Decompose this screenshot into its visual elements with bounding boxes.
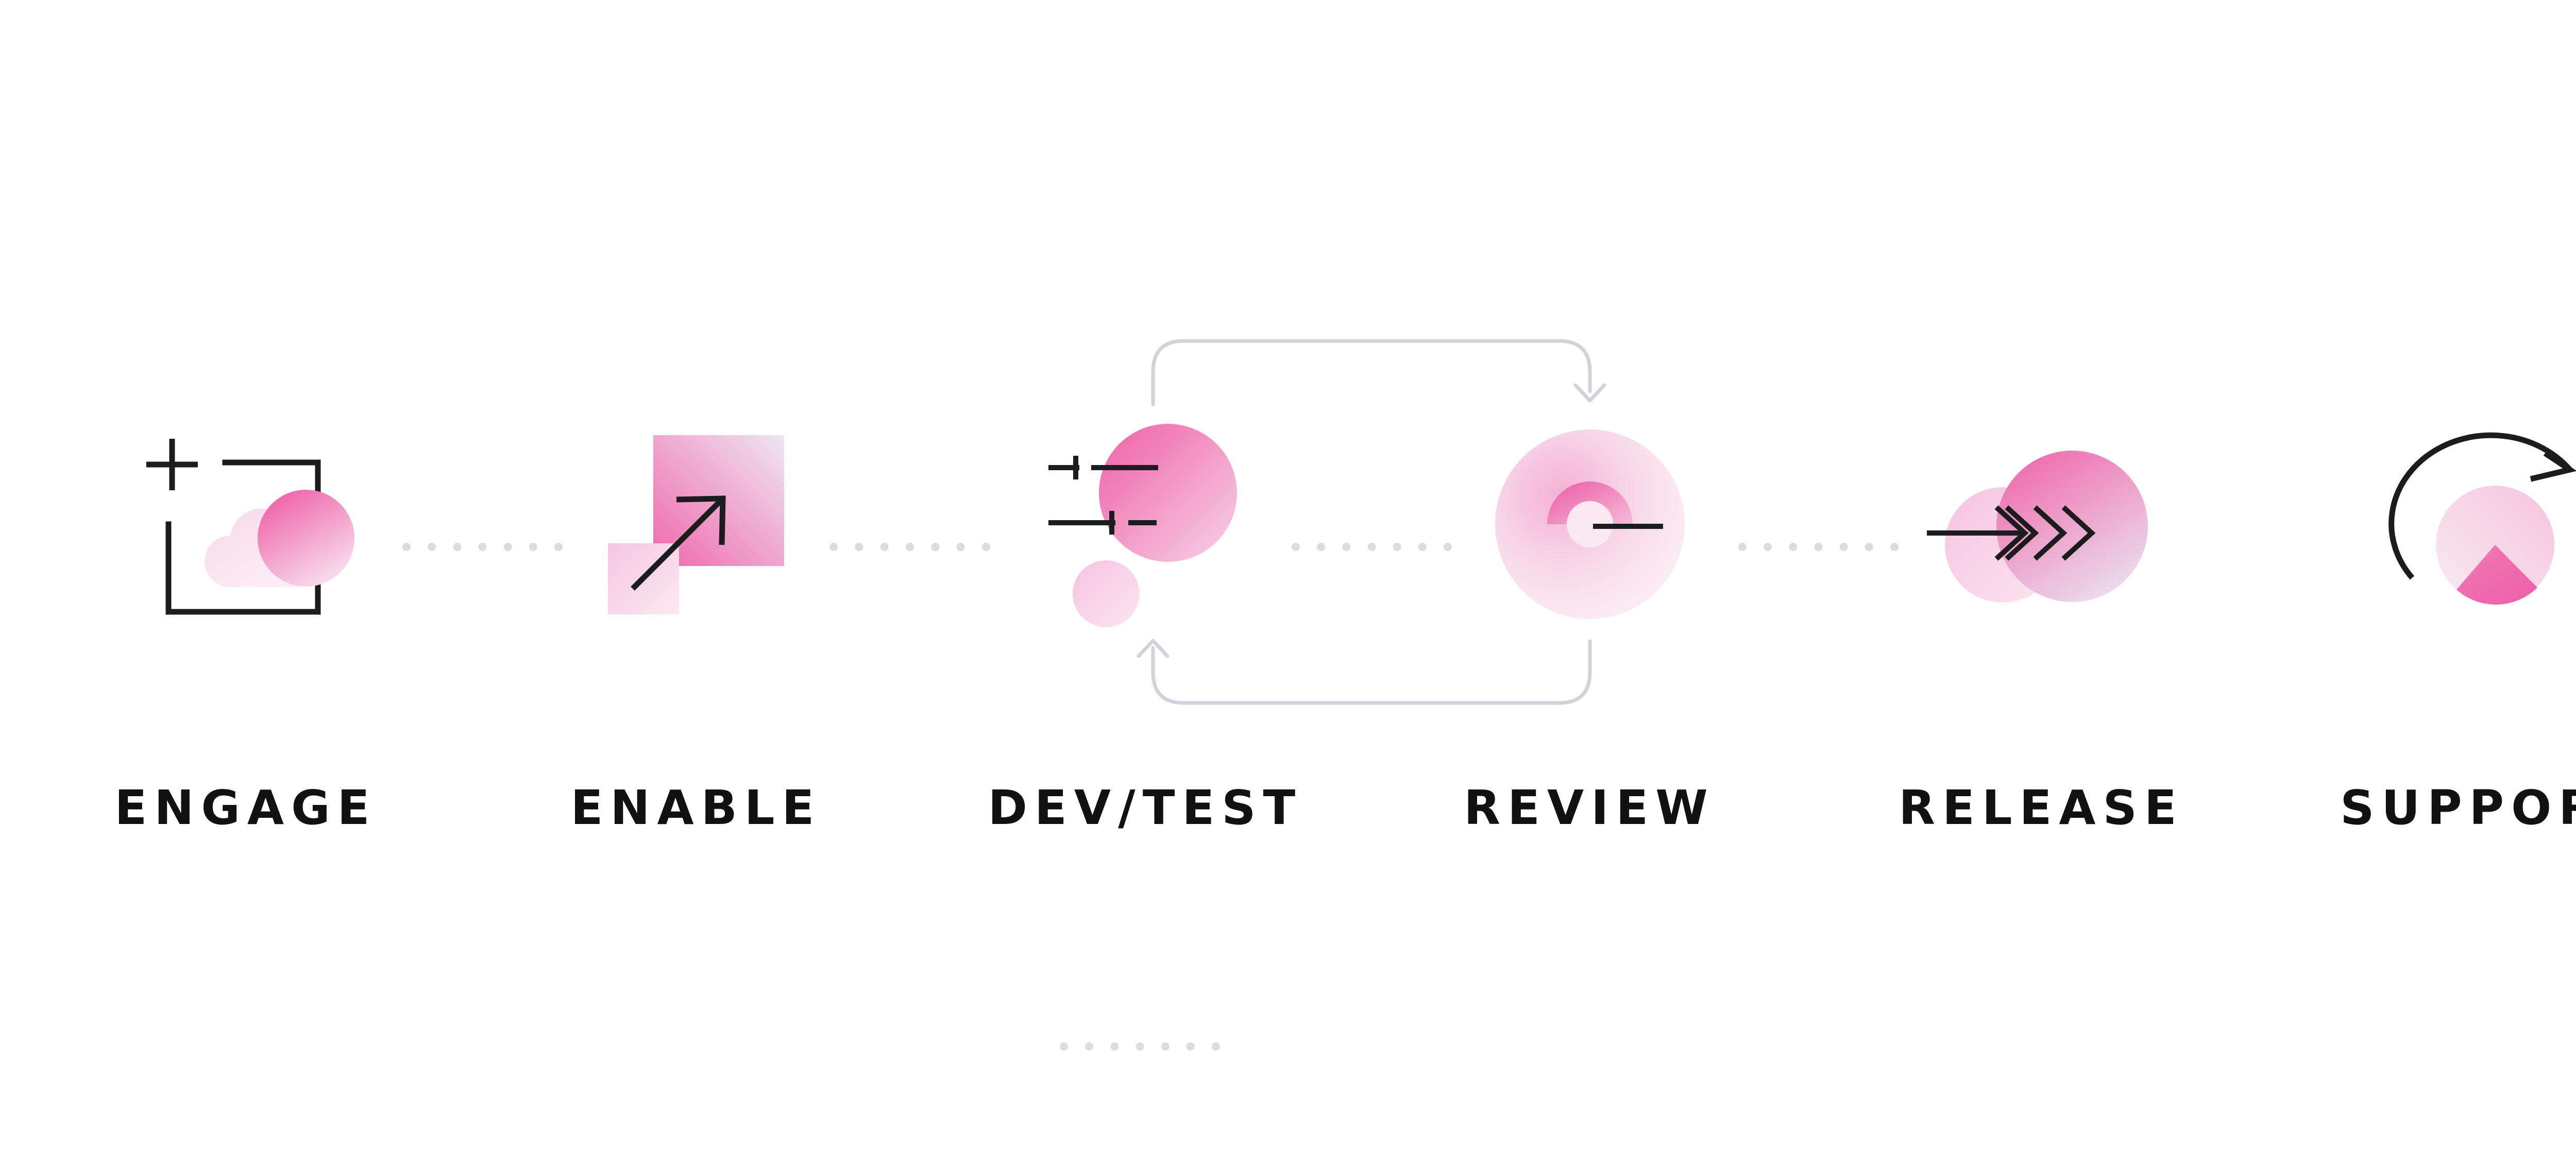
connector-dot (956, 543, 965, 551)
enable-arrow-squares-icon (608, 435, 784, 614)
connector-dot (1814, 543, 1823, 551)
connector-dot (1136, 1042, 1144, 1051)
connector-dot (1110, 1042, 1119, 1051)
stage-label-enable: ENABLE (571, 780, 822, 835)
stage-labels: ENGAGE ENABLE DEV/TEST REVIEW RELEASE SUPPORT (115, 780, 2576, 835)
stage-label-review: REVIEW (1464, 780, 1715, 835)
connector-dot (855, 543, 863, 551)
connector-dot (982, 543, 990, 551)
connector-dot (1292, 543, 1300, 551)
connector-dots-5 (1060, 1042, 1220, 1051)
connector-dot (1865, 543, 1873, 551)
connector-dot (554, 543, 563, 551)
connector-dot (1444, 543, 1452, 551)
connector-dot (1186, 1042, 1195, 1051)
review-target-icon (1495, 430, 1685, 619)
stage-label-release: RELEASE (1899, 780, 2183, 835)
connector-dot (906, 543, 914, 551)
connector-dot (1738, 543, 1747, 551)
connector-dots (402, 543, 1899, 1051)
connector-dots-3 (1292, 543, 1452, 551)
connector-dot (1161, 1042, 1170, 1051)
connector-dot (402, 543, 411, 551)
connector-dot (1317, 543, 1326, 551)
connector-dot (529, 543, 537, 551)
connector-dot (503, 543, 512, 551)
stage-label-support: SUPPORT (2340, 780, 2576, 835)
connector-dot (428, 543, 436, 551)
connector-dot (1418, 543, 1427, 551)
engage-cloud-frame-icon (146, 439, 354, 615)
devtest-sliders-circles-icon (1048, 424, 1237, 627)
connector-dot (1367, 543, 1376, 551)
connector-dot (931, 543, 940, 551)
release-chevrons-icon (1927, 451, 2148, 603)
connector-dot (1060, 1042, 1068, 1051)
connector-dot (1393, 543, 1401, 551)
stage-label-dev-test: DEV/TEST (988, 780, 1303, 835)
connector-dot (829, 543, 838, 551)
connector-dot (478, 543, 487, 551)
connector-dots-1 (402, 543, 563, 551)
feedback-loop-arrows-icon (1137, 339, 1606, 705)
connector-dot (1890, 543, 1899, 551)
stage-label-engage: ENGAGE (115, 780, 377, 835)
connector-dot (880, 543, 889, 551)
connector-dot (1085, 1042, 1094, 1051)
connector-dot (1789, 543, 1798, 551)
connector-dot (1839, 543, 1848, 551)
connector-dots-2 (829, 543, 990, 551)
connector-dot (453, 543, 462, 551)
connector-dots-4 (1738, 543, 1899, 551)
support-refresh-dial-icon (2388, 432, 2576, 605)
connector-dot (1342, 543, 1351, 551)
connector-dot (1764, 543, 1772, 551)
connector-dot (1212, 1042, 1220, 1051)
